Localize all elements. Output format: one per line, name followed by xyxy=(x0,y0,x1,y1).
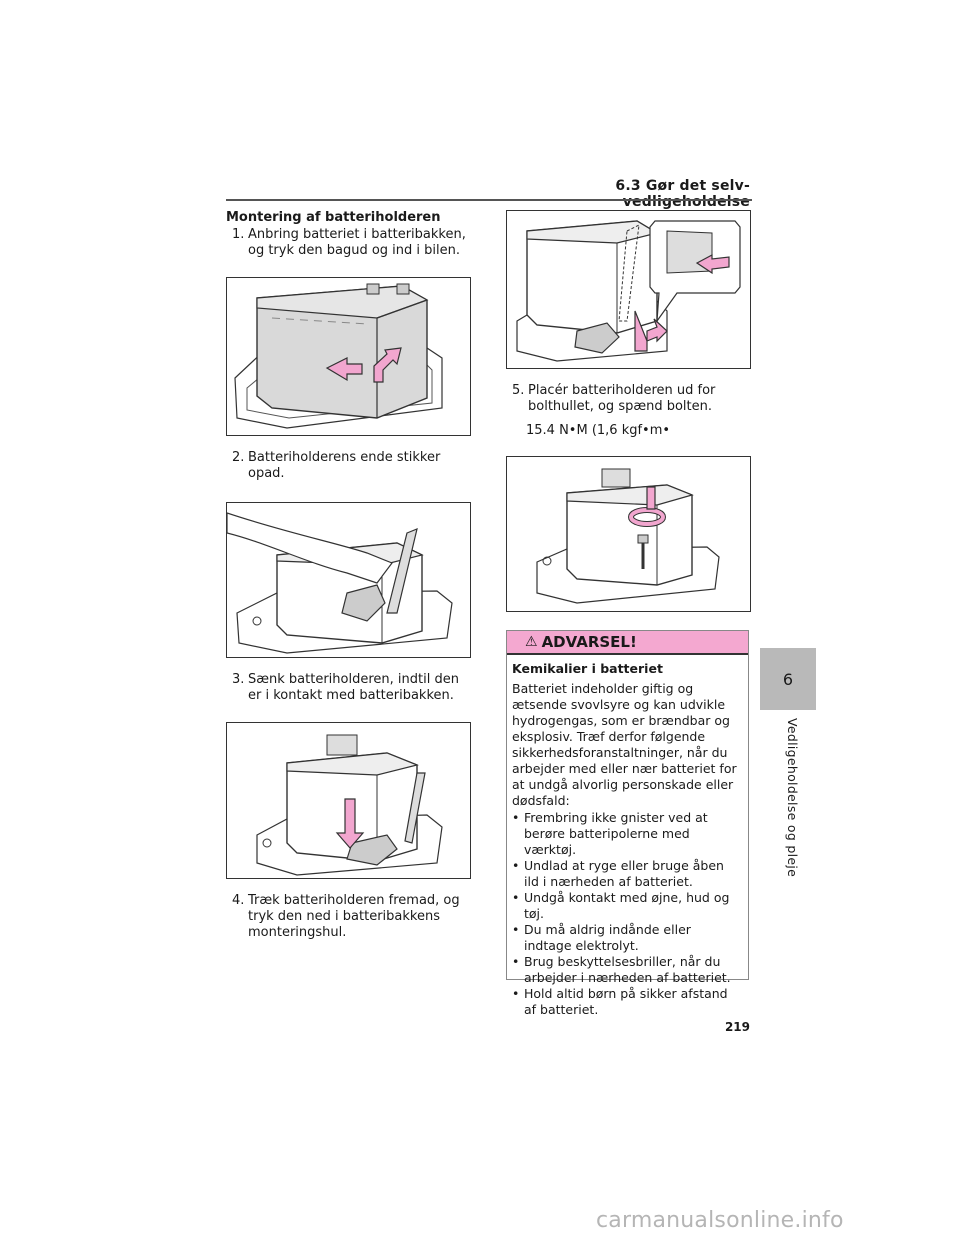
arrow-up-icon xyxy=(634,310,668,352)
chapter-number: 6 xyxy=(782,669,794,689)
rotate-arrow-icon xyxy=(629,508,665,526)
holder-up-illustration xyxy=(227,512,453,654)
holder-pull-illustration xyxy=(516,220,741,362)
step-number: 3. xyxy=(232,672,245,687)
page-number: 219 xyxy=(724,1020,750,1034)
warning-bullet-text: Brug beskyttelsesbriller, når du arbejde… xyxy=(524,954,731,985)
step-number: 2. xyxy=(232,450,245,465)
warning-subtitle: Kemikalier i batteriet xyxy=(512,661,663,676)
arrow-down-icon xyxy=(335,798,365,849)
warning-bullet-text: Frembring ikke gnister ved at berøre bat… xyxy=(524,810,708,857)
page-header-title: 6.3 Gør det selv-vedligeholdelse xyxy=(615,178,750,210)
list-item: • Frembring ikke gnister ved at berøre b… xyxy=(512,810,742,858)
warning-bullet-text: Undgå kontakt med øjne, hud og tøj. xyxy=(524,890,730,921)
list-item: • Undlad at ryge eller bruge åben ild i … xyxy=(512,858,742,890)
step-2: 2. Batteriholderens ende stikker opad. xyxy=(232,450,471,482)
step-number: 5. xyxy=(512,383,525,398)
warning-bullet-text: Du må aldrig indånde eller indtage elekt… xyxy=(524,922,691,953)
step-text: Placér batteriholderen ud for bolthullet… xyxy=(528,383,716,414)
right-column: 5. Placér batteriholderen ud for bolthul… xyxy=(506,210,751,612)
chapter-label: Vedligeholdelse og pleje xyxy=(785,718,800,878)
list-item: • Hold altid børn på sikker afstand af b… xyxy=(512,986,742,1018)
torque-value: 15.4 N•M (1,6 kgf•m• xyxy=(526,423,671,438)
arrow-up-right-icon xyxy=(373,347,402,383)
warning-intro: Batteriet indeholder giftig og ætsende s… xyxy=(512,681,737,808)
holder-lower-illustration xyxy=(256,734,443,876)
warning-box: ⚠ ADVARSEL! Kemikalier i batteriet Batte… xyxy=(506,630,749,1017)
figure-battery-push xyxy=(226,277,471,436)
step-text: Træk batteriholderen fremad, og tryk den… xyxy=(248,893,460,940)
step-text: Sænk batteriholderen, indtil den er i ko… xyxy=(248,672,459,703)
arrow-down-icon xyxy=(646,486,656,510)
chapter-tab: 6 xyxy=(760,648,816,710)
section-heading: Montering af batteriholderen xyxy=(226,210,441,225)
step-1: 1. Anbring batteriet i batteribakken, og… xyxy=(232,227,471,259)
bullet-symbol: • xyxy=(512,954,520,969)
figure-bolt-tighten xyxy=(506,456,751,612)
battery-push-illustration xyxy=(234,283,443,429)
step-5: 5. Placér batteriholderen ud for bolthul… xyxy=(512,383,751,415)
warning-title: ADVARSEL! xyxy=(541,633,637,651)
warning-body: Kemikalier i batteriet Batteriet indehol… xyxy=(507,655,748,1018)
figure-holder-pull xyxy=(506,210,751,369)
step-number: 1. xyxy=(232,227,245,242)
bullet-symbol: • xyxy=(512,810,520,825)
list-item: • Brug beskyttelsesbriller, når du arbej… xyxy=(512,954,742,986)
step-3: 3. Sænk batteriholderen, indtil den er i… xyxy=(232,672,471,704)
list-item: • Undgå kontakt med øjne, hud og tøj. xyxy=(512,890,742,922)
step-4: 4. Træk batteriholderen fremad, og tryk … xyxy=(232,893,471,941)
figure-holder-lower xyxy=(226,722,471,879)
list-item: • Du må aldrig indånde eller indtage ele… xyxy=(512,922,742,954)
bullet-symbol: • xyxy=(512,922,520,937)
step-text: Batteriholderens ende stikker opad. xyxy=(248,450,441,481)
header-rule xyxy=(226,199,752,201)
arrow-left-icon xyxy=(325,357,363,382)
warning-bullet-text: Hold altid børn på sikker afstand af bat… xyxy=(524,986,728,1017)
step-text: Anbring batteriet i batteribakken, og tr… xyxy=(248,227,466,258)
warning-triangle-icon: ⚠ xyxy=(525,634,538,650)
bolt-tighten-illustration xyxy=(536,468,720,604)
arrow-right-icon xyxy=(695,254,730,275)
left-column: Montering af batteriholderen 1. Anbring … xyxy=(226,210,471,941)
figure-holder-up xyxy=(226,502,471,658)
bullet-symbol: • xyxy=(512,858,520,873)
step-number: 4. xyxy=(232,893,245,908)
bullet-symbol: • xyxy=(512,986,520,1001)
bullet-symbol: • xyxy=(512,890,520,905)
warning-header: ⚠ ADVARSEL! xyxy=(507,631,748,655)
watermark: carmanualsonline.info xyxy=(596,1208,844,1233)
warning-bullet-text: Undlad at ryge eller bruge åben ild i næ… xyxy=(524,858,724,889)
